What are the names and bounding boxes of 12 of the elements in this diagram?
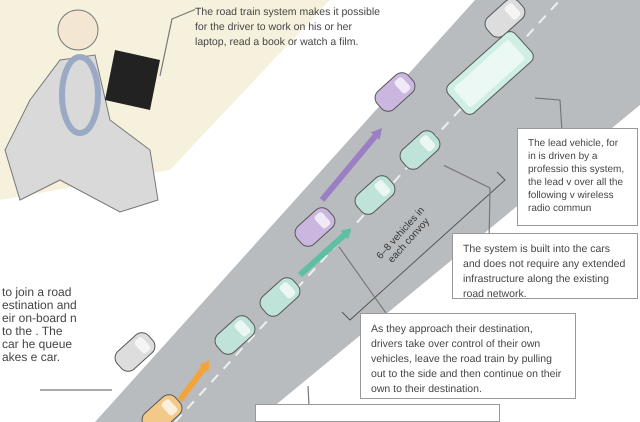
- callout-text: to join a road estination and eir on-board n to the . The car he queue akes e car.: [2, 286, 78, 390]
- leader-line: [534, 97, 562, 128]
- leader-line: [307, 386, 310, 404]
- callout-box: The lead vehicle, for in is driven by a professio this system, the lead v over all the following v wireless radio commun: [517, 128, 638, 226]
- callout-text: The road train system makes it possible for the driver to work on his or her laptop, read a book or watch a film.: [195, 5, 380, 50]
- leader-line: [40, 389, 112, 391]
- callout-box: As they approach their destination, drivers take over control of their own vehicles, leave the road train by pulling out to the side and then continue on their own to their destination.: [360, 313, 576, 399]
- callout-box: [255, 404, 500, 422]
- callout-box: The system is built into the cars and does not require any extended infrastructure along the existing road network.: [452, 233, 638, 299]
- leader-line: [159, 8, 196, 76]
- leader-line: [444, 164, 491, 234]
- leader-line: [338, 246, 386, 314]
